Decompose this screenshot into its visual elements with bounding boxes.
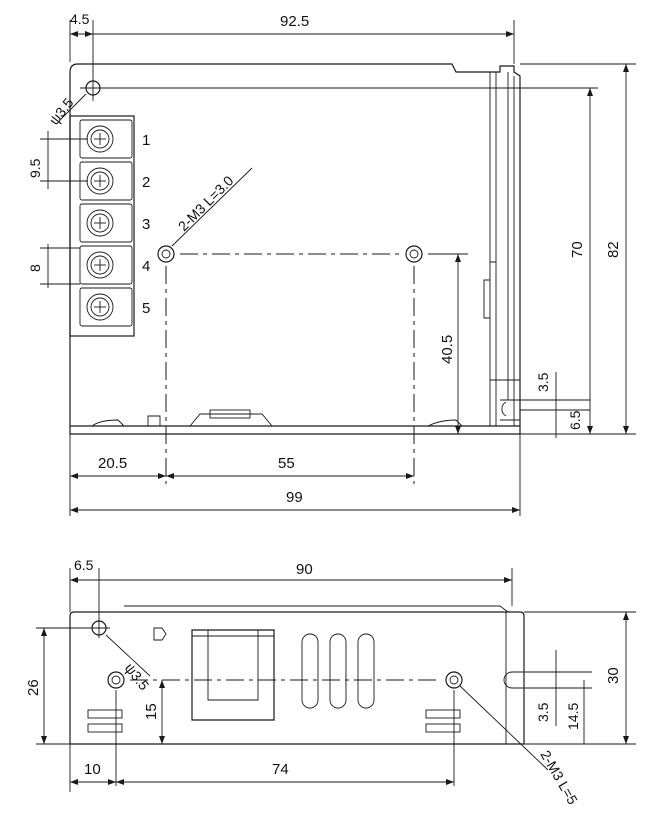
vent-right-1 [425,709,461,719]
dim-15: 15 [143,703,160,720]
dim-30: 30 [605,667,622,684]
dim-70: 70 [569,241,586,258]
dim-90: 90 [296,561,313,578]
terminal-label-5: 5 [142,300,150,317]
dim-4-5: 4.5 [70,11,90,27]
foot-right [427,419,463,427]
side-screw-right-icon [445,671,463,689]
foot-left [91,419,125,427]
dim-74: 74 [272,761,289,778]
side-screw-label: 2-M3 L=5 [537,748,581,808]
dim-6-5: 6.5 [567,410,583,430]
dim-40-5: 40.5 [439,335,456,364]
right-bracket-slot [500,399,521,421]
side-slot-2 [329,633,347,709]
dim-26: 26 [25,679,42,696]
dim-55: 55 [278,455,295,472]
right-bracket [483,72,520,426]
terminal-block: 1 2 3 4 5 [69,115,150,337]
hole-leader [59,93,87,121]
right-slot-arc [501,401,507,417]
side-hole-label: ψ3.5 [122,660,153,693]
dim-3-5: 3.5 [535,372,551,392]
side-screw-left-icon [107,671,125,689]
vent-left-1 [87,709,123,719]
terminal-label-2: 2 [142,174,150,191]
screw-hole-right-icon [405,245,423,263]
screw-hole-left-icon [157,245,175,263]
side-small-tab [153,627,167,641]
center-fuse [209,409,251,419]
top-view-outline [69,63,521,435]
side-slot-3 [357,633,375,709]
dim-8: 8 [27,264,43,272]
terminal-label-3: 3 [142,216,150,233]
top-view: ψ3.5 [27,11,636,516]
screw-holes: 2-M3 L=3.0 [157,167,468,484]
screw-label: 2-M3 L=3.0 [175,172,237,234]
side-bracket-inner [207,630,259,701]
dim-20-5: 20.5 [98,455,127,472]
hole-label: ψ3.5 [46,95,77,128]
side-screw-leader [459,685,549,771]
dim-82: 82 [605,241,622,258]
terminal-label-4: 4 [142,258,150,275]
terminal-label-1: 1 [142,132,150,149]
dim-10: 10 [84,761,101,778]
screw-leader [171,167,253,247]
terminal-3 [79,203,133,243]
side-view: ψ3.5 2-M3 L=5 6.5 90 26 15 30 3.5 14.5 [25,557,636,807]
center-bridge [189,413,273,427]
dim-92-5: 92.5 [280,13,309,30]
terminal-block-body [69,115,135,337]
arrowheads [41,31,629,785]
dim-99: 99 [286,489,303,506]
dim-side-3-5: 3.5 [535,702,551,722]
side-right-slot [503,671,524,689]
terminal-4 [79,245,133,285]
vent-left-2 [87,723,123,733]
dim-14-5: 14.5 [565,703,581,730]
dim-9-5: 9.5 [27,158,43,178]
side-slot-1 [301,633,319,709]
vent-right-2 [425,723,461,733]
dim-side-6-5: 6.5 [74,557,94,573]
tab-left [147,415,161,426]
terminal-5 [79,287,133,327]
side-hole-leader [105,634,151,677]
side-bracket-outer [191,629,275,721]
